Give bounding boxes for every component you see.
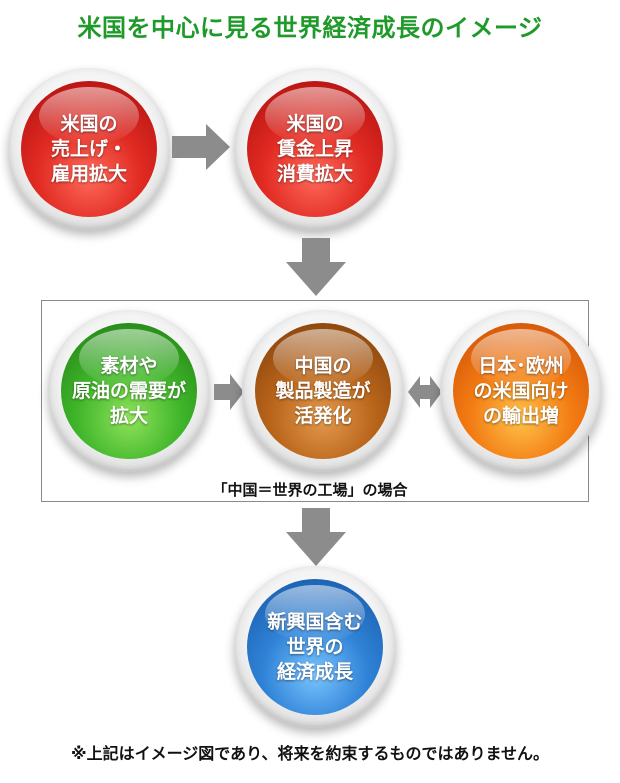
- node-materials: 素材や 原油の需要が 拡大: [48, 310, 210, 472]
- node-exports-orb: 日本･欧州 の米国向け の輸出増: [453, 323, 589, 459]
- arrow-down-icon: [286, 238, 346, 296]
- arrow-right-icon: [214, 374, 244, 410]
- node-materials-label: 素材や 原油の需要が 拡大: [71, 354, 186, 427]
- node-us-sales: 米国の 売上げ・ 雇用拡大: [8, 68, 170, 230]
- node-china-label: 中国の 製品製造が 活発化: [275, 354, 371, 427]
- node-emerging-label: 新興国含む 世界の 経済成長: [267, 610, 363, 683]
- node-us-wages-orb: 米国の 賃金上昇 消費拡大: [247, 81, 383, 217]
- node-emerging: 新興国含む 世界の 経済成長: [234, 566, 396, 728]
- page-title: 米国を中心に見る世界経済成長のイメージ: [77, 14, 543, 42]
- node-us-wages-label: 米国の 賃金上昇 消費拡大: [276, 112, 353, 185]
- arrow-down-icon: [286, 508, 346, 566]
- frame-caption: 「中国＝世界の工場」の場合: [212, 481, 408, 499]
- footnote: ※上記はイメージ図であり、将来を約束するものではありません。: [71, 744, 549, 763]
- node-us-sales-orb: 米国の 売上げ・ 雇用拡大: [21, 81, 157, 217]
- node-materials-orb: 素材や 原油の需要が 拡大: [61, 323, 197, 459]
- node-emerging-orb: 新興国含む 世界の 経済成長: [247, 579, 383, 715]
- node-us-sales-label: 米国の 売上げ・ 雇用拡大: [50, 112, 127, 185]
- node-us-wages: 米国の 賃金上昇 消費拡大: [234, 68, 396, 230]
- node-china: 中国の 製品製造が 活発化: [242, 310, 404, 472]
- node-china-orb: 中国の 製品製造が 活発化: [255, 323, 391, 459]
- node-exports-label: 日本･欧州 の米国向け の輸出増: [473, 354, 569, 427]
- arrow-right-icon: [172, 124, 230, 170]
- node-exports: 日本･欧州 の米国向け の輸出増: [440, 310, 602, 472]
- double-arrow-icon: [408, 376, 442, 408]
